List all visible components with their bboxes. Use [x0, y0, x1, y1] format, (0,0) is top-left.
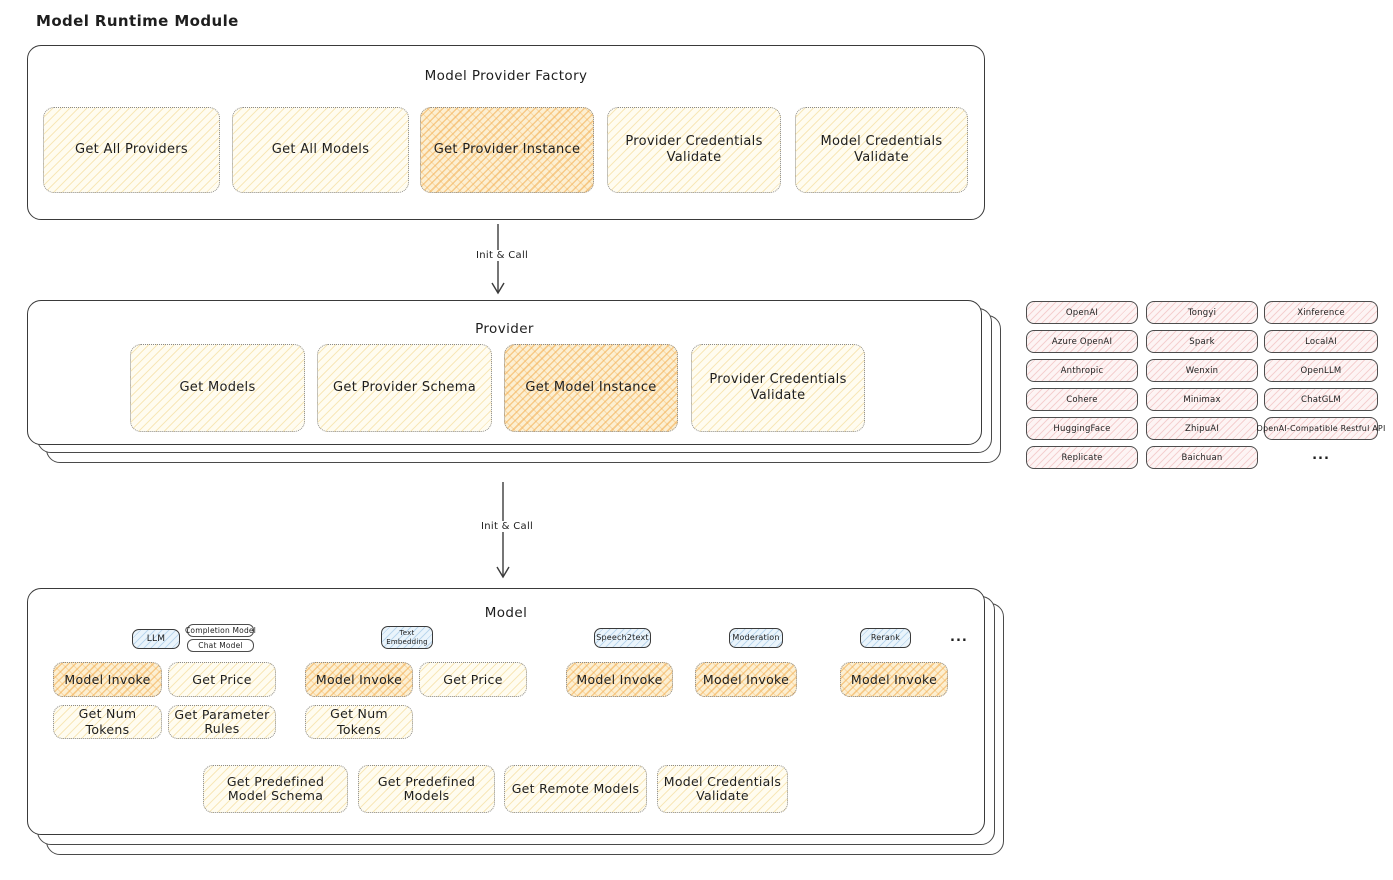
provider-panel-title: Provider	[475, 321, 534, 337]
text-embedding-get-num-tokens-button: Get Num Tokens	[305, 705, 413, 739]
provider-chip-baichuan: Baichuan	[1146, 446, 1258, 469]
factory-panel-title: Model Provider Factory	[424, 68, 588, 84]
speech2text-model-invoke-button: Model Invoke	[566, 662, 673, 697]
factory-get-provider-instance-button: Get Provider Instance	[420, 107, 594, 193]
model-type-chip-llm: LLM	[132, 629, 180, 649]
llm-model-invoke-button: Model Invoke	[53, 662, 162, 697]
get-predefined-model-schema-button: Get Predefined Model Schema	[203, 765, 348, 813]
down-arrow-icon	[491, 224, 505, 295]
model-type-chip-text-embedding: Text Embedding	[381, 626, 433, 649]
llm-get-num-tokens-button: Get Num Tokens	[53, 705, 162, 739]
provider-chip-replicate: Replicate	[1026, 446, 1138, 469]
provider-provider-credentials-validate-button: Provider Credentials Validate	[691, 344, 865, 432]
provider-to-model-arrow	[495, 482, 511, 582]
page-title: Model Runtime Module	[36, 12, 239, 30]
provider-get-models-button: Get Models	[130, 344, 305, 432]
provider-chip-azure-openai: Azure OpenAI	[1026, 330, 1138, 353]
provider-chip-openllm: OpenLLM	[1264, 359, 1378, 382]
provider-get-model-instance-button: Get Model Instance	[504, 344, 678, 432]
llm-get-price-button: Get Price	[168, 662, 276, 697]
text-embedding-get-price-button: Get Price	[419, 662, 527, 697]
init-call-label-2: Init & Call	[478, 521, 537, 532]
provider-chip-openai-compatible: OpenAI-Compatible Restful API	[1257, 417, 1385, 440]
provider-chip-cohere: Cohere	[1026, 388, 1138, 411]
factory-provider-credentials-validate-button: Provider Credentials Validate	[607, 107, 781, 193]
model-type-chip-moderation: Moderation	[729, 628, 783, 648]
model-credentials-validate-button: Model Credentials Validate	[657, 765, 788, 813]
get-predefined-models-button: Get Predefined Models	[358, 765, 495, 813]
factory-to-provider-arrow	[490, 224, 506, 298]
providers-ellipsis: ...	[1312, 448, 1330, 463]
model-type-chip-rerank: Rerank	[860, 628, 911, 648]
model-subtype-chip-chat-model: Chat Model	[187, 639, 254, 652]
llm-get-parameter-rules-button: Get Parameter Rules	[168, 705, 276, 739]
factory-model-credentials-validate-button: Model Credentials Validate	[795, 107, 968, 193]
provider-chip-openai: OpenAI	[1026, 301, 1138, 324]
model-subtype-chip-completion-model: Completion Model	[184, 624, 257, 637]
model-panel-title: Model	[484, 605, 528, 621]
moderation-model-invoke-button: Model Invoke	[695, 662, 797, 697]
provider-chip-tongyi: Tongyi	[1146, 301, 1258, 324]
get-remote-models-button: Get Remote Models	[504, 765, 647, 813]
provider-chip-wenxin: Wenxin	[1146, 359, 1258, 382]
provider-chip-huggingface: HuggingFace	[1026, 417, 1138, 440]
factory-get-all-providers-button: Get All Providers	[43, 107, 220, 193]
provider-chip-xinference: Xinference	[1264, 301, 1378, 324]
provider-chip-minimax: Minimax	[1146, 388, 1258, 411]
provider-chip-anthropic: Anthropic	[1026, 359, 1138, 382]
model-type-chip-speech2text: Speech2text	[594, 628, 651, 648]
provider-chip-chatglm: ChatGLM	[1264, 388, 1378, 411]
down-arrow-icon	[496, 482, 510, 579]
provider-chip-localai: LocalAI	[1264, 330, 1378, 353]
provider-get-provider-schema-button: Get Provider Schema	[317, 344, 492, 432]
model-types-ellipsis: ...	[950, 630, 968, 645]
provider-chip-spark: Spark	[1146, 330, 1258, 353]
provider-chip-zhipuai: ZhipuAI	[1146, 417, 1258, 440]
text-embedding-model-invoke-button: Model Invoke	[305, 662, 413, 697]
rerank-model-invoke-button: Model Invoke	[840, 662, 948, 697]
factory-get-all-models-button: Get All Models	[232, 107, 409, 193]
init-call-label-1: Init & Call	[473, 250, 532, 261]
